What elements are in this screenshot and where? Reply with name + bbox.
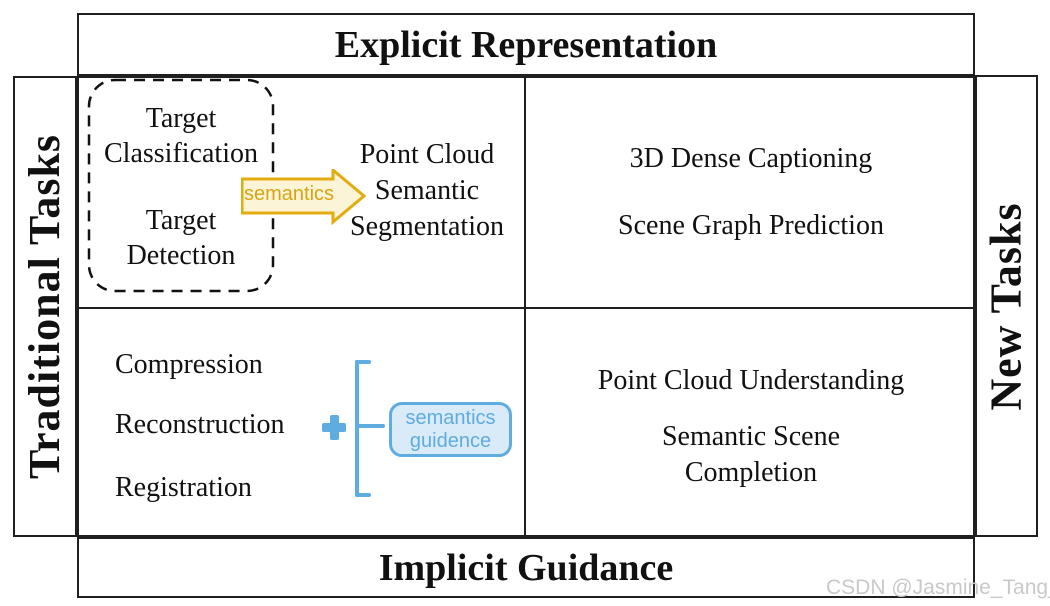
axis-right-label: New Tasks bbox=[982, 201, 1031, 411]
watermark: CSDN @Jasmine_Tang_ bbox=[826, 576, 1050, 599]
bracket-icon bbox=[355, 360, 359, 497]
semantics-arrow-label: semantics bbox=[243, 183, 335, 205]
task-3d-dense-captioning: 3D Dense Captioning bbox=[629, 143, 873, 174]
task-semantic-scene-completion: Semantic Scene Completion bbox=[661, 421, 841, 488]
footer-title: Implicit Guidance bbox=[378, 546, 674, 589]
task-point-cloud-semantic-segmentation: Point Cloud Semantic Segmentation bbox=[350, 139, 504, 242]
bracket-icon bbox=[355, 493, 371, 497]
header-explicit-representation: Explicit Representation bbox=[77, 13, 975, 76]
horizontal-divider bbox=[79, 307, 973, 309]
task-scene-graph-prediction: Scene Graph Prediction bbox=[618, 210, 884, 241]
task-point-cloud-understanding: Point Cloud Understanding bbox=[597, 365, 905, 396]
task-target-classification: Target Classification bbox=[104, 103, 258, 169]
header-title: Explicit Representation bbox=[334, 23, 718, 66]
bracket-icon bbox=[355, 424, 385, 428]
axis-traditional-tasks: Traditional Tasks bbox=[13, 76, 77, 537]
footer-implicit-guidance: Implicit Guidance bbox=[77, 537, 975, 598]
quadrant-bottom-left: Compression Reconstruction Registration … bbox=[79, 309, 525, 535]
semantics-guidance-badge: semantics guidence bbox=[389, 402, 512, 457]
task-target-detection: Target Detection bbox=[126, 205, 236, 271]
vertical-divider bbox=[524, 78, 526, 535]
task-compression: Compression bbox=[115, 349, 263, 380]
quadrant-top-right: 3D Dense Captioning Scene Graph Predicti… bbox=[527, 78, 975, 307]
axis-left-label: Traditional Tasks bbox=[20, 133, 70, 480]
plus-icon bbox=[330, 415, 339, 440]
bracket-icon bbox=[355, 360, 371, 364]
task-reconstruction: Reconstruction bbox=[115, 409, 285, 440]
task-registration: Registration bbox=[115, 472, 252, 503]
quadrant-grid: Target Classification Target Detection s… bbox=[77, 76, 975, 537]
quadrant-bottom-right: Point Cloud Understanding Semantic Scene… bbox=[527, 309, 975, 535]
axis-new-tasks: New Tasks bbox=[975, 75, 1038, 537]
semantics-arrow-icon bbox=[241, 169, 367, 225]
